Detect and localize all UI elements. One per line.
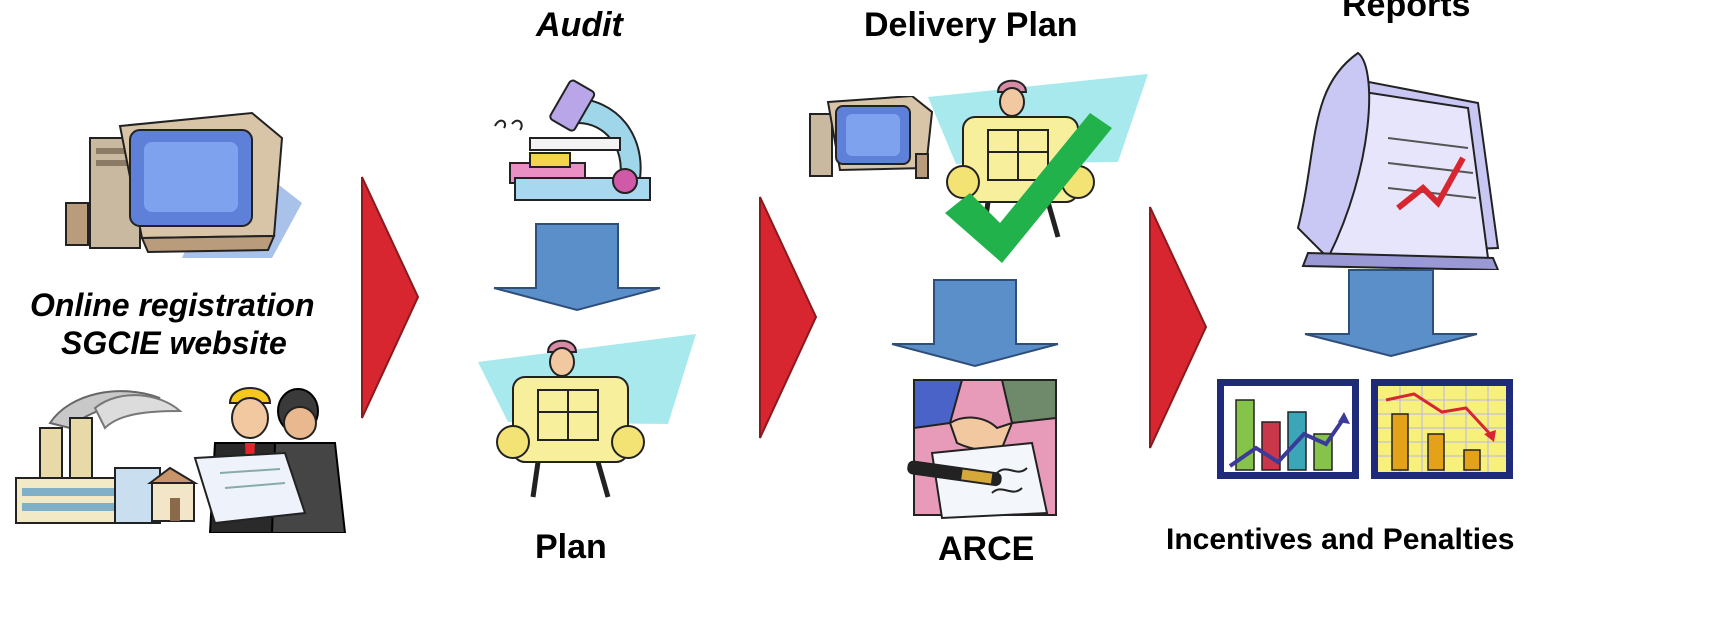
registration-caption-line1: Online registration: [30, 287, 315, 323]
rising-chart-icon: [1216, 378, 1360, 480]
microscope-icon: [490, 78, 660, 208]
incentives-penalties-label: Incentives and Penalties: [1166, 523, 1515, 556]
falling-chart-icon: [1370, 378, 1514, 480]
factory-icon: [10, 383, 210, 528]
audit-label: Audit: [536, 6, 623, 44]
engineers-icon: [190, 383, 350, 533]
chevron-right-icon: [758, 195, 820, 440]
down-arrow-icon: [1303, 268, 1479, 358]
handshake-contract-icon: [902, 378, 1062, 523]
chevron-right-icon: [360, 175, 422, 420]
arce-label: ARCE: [938, 530, 1035, 568]
computer-icon: [62, 108, 322, 258]
delivery-plan-label: Delivery Plan: [864, 6, 1078, 44]
computer-icon: [800, 96, 950, 181]
reports-papers-icon: [1288, 48, 1508, 270]
reports-label: Reports: [1342, 0, 1471, 24]
down-arrow-icon: [492, 222, 662, 312]
down-arrow-icon: [890, 278, 1060, 368]
checkmark-icon: [940, 108, 1115, 268]
chevron-right-icon: [1148, 205, 1210, 450]
blueprint-worker-icon: [478, 332, 698, 502]
plan-label: Plan: [535, 528, 607, 566]
registration-caption-line2: SGCIE website: [61, 325, 287, 361]
